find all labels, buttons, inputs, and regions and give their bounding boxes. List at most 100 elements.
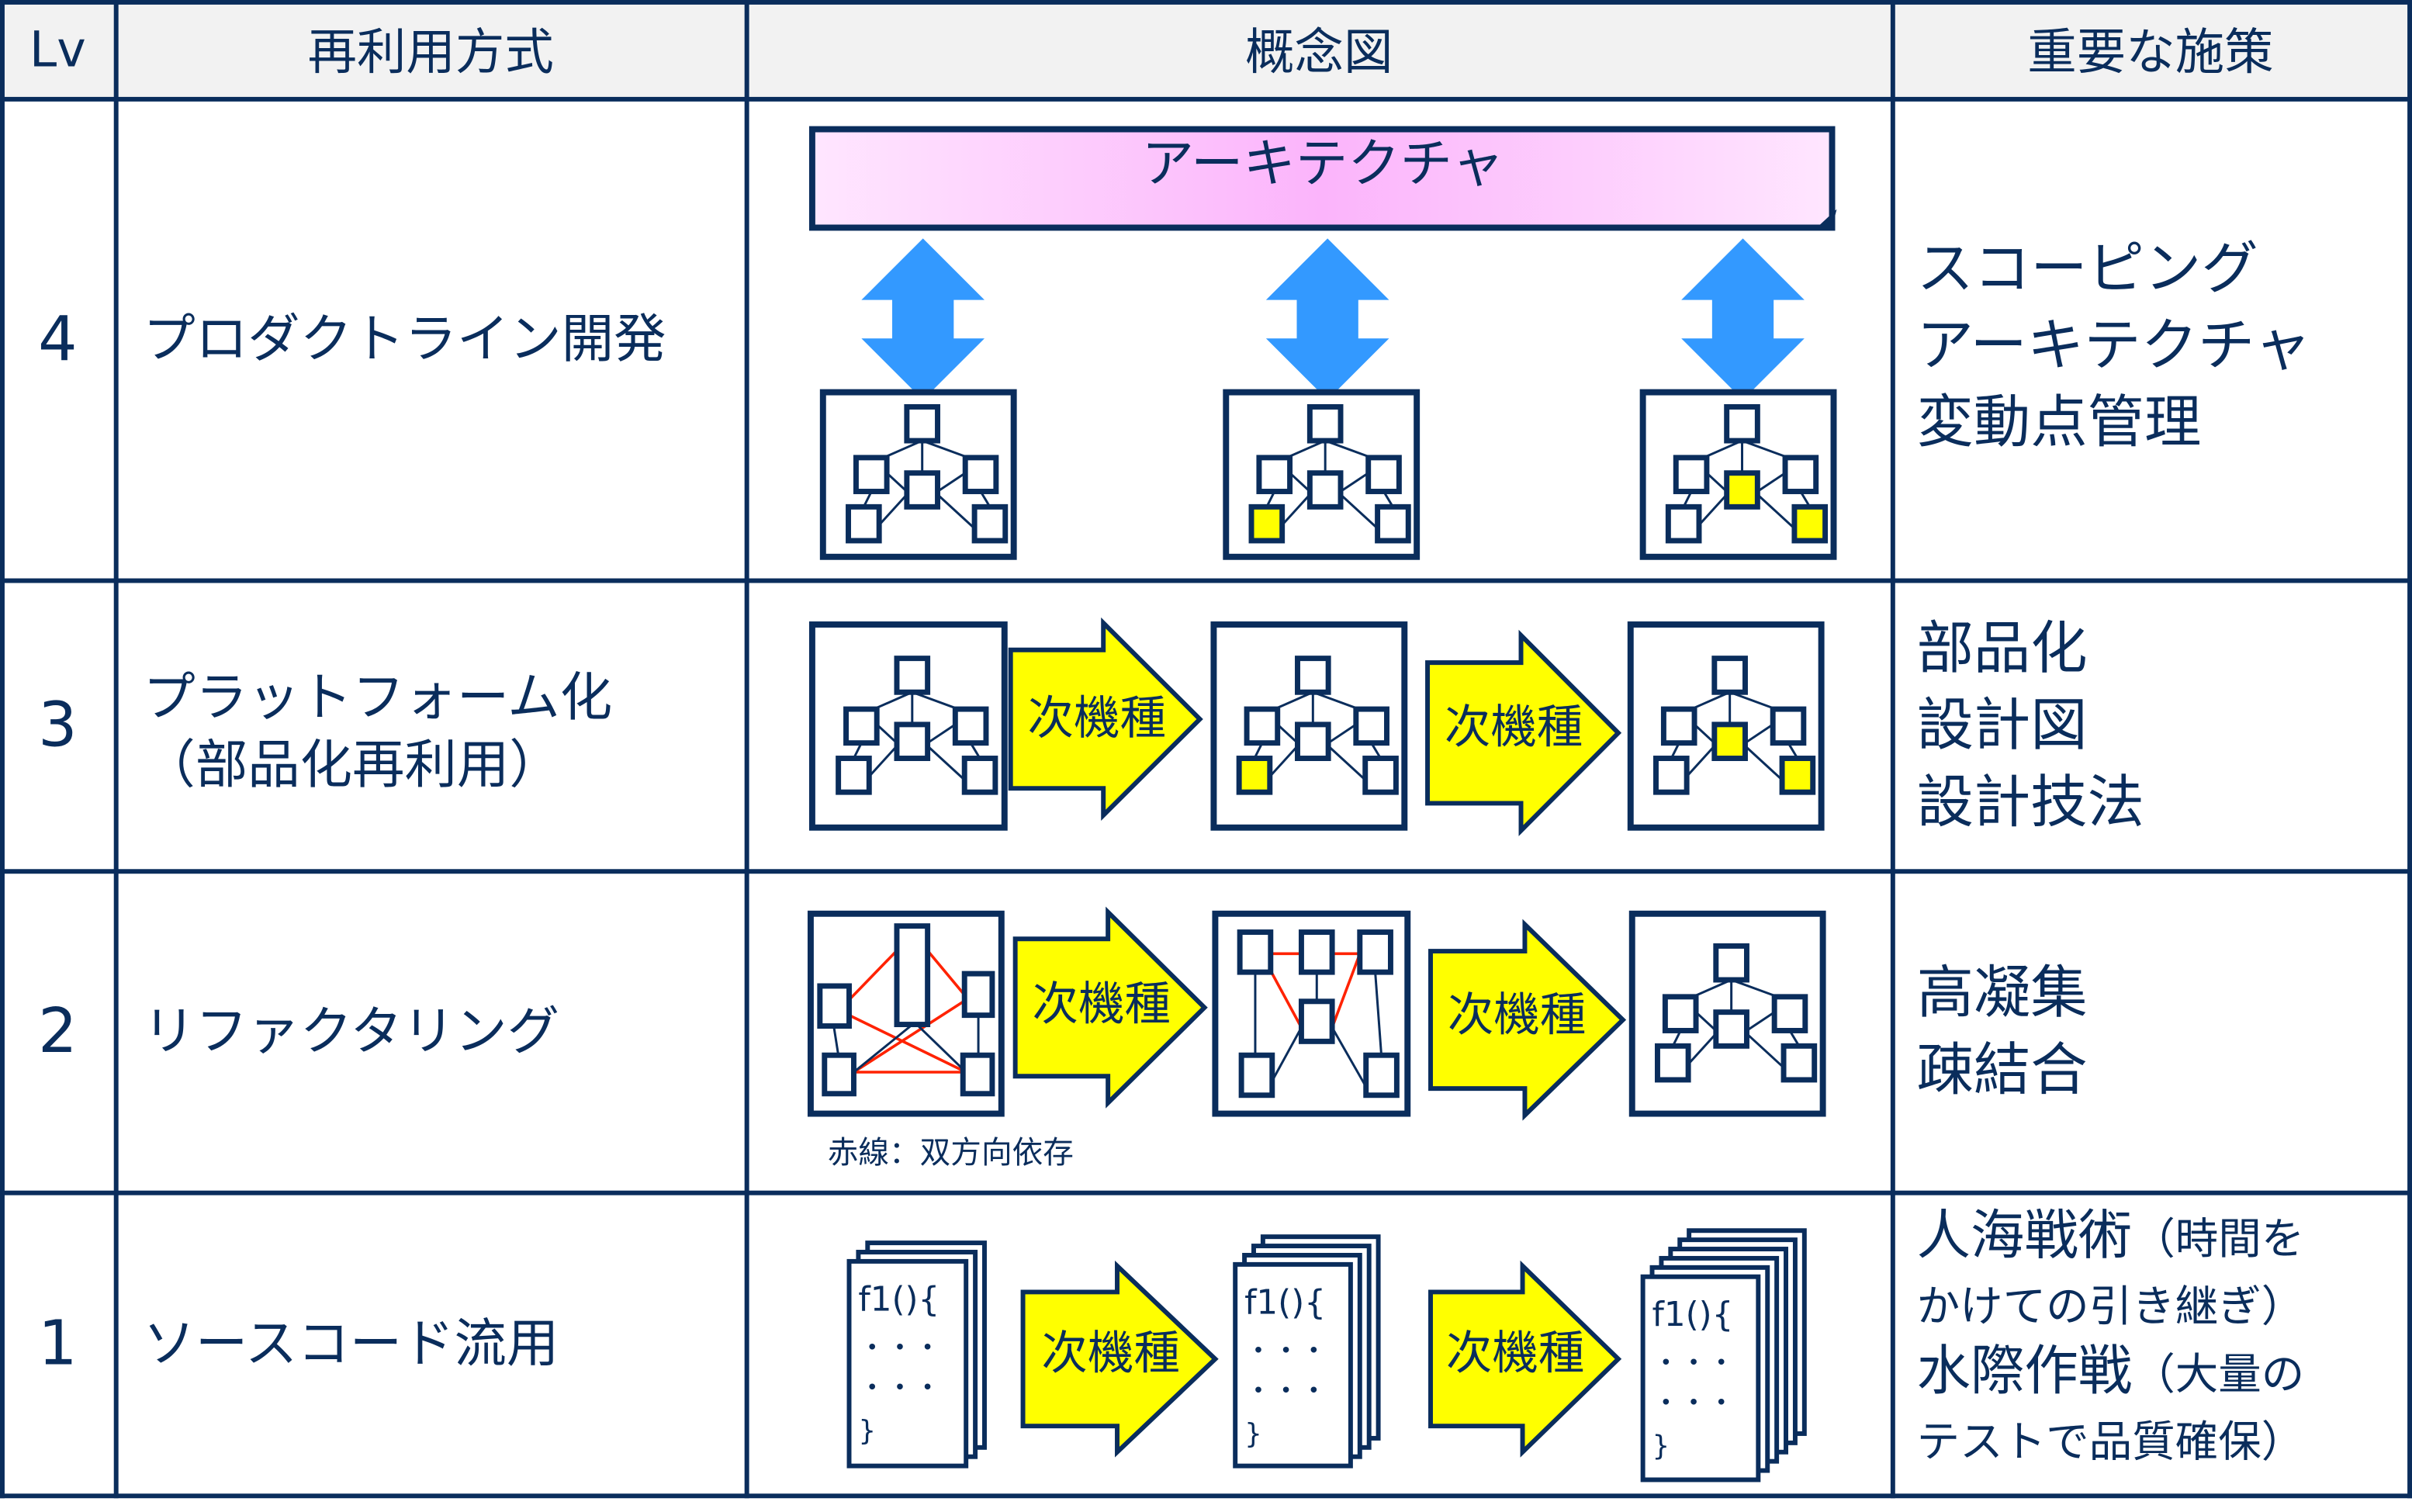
dependency-line	[853, 1025, 912, 1074]
dependency-line	[1374, 972, 1383, 1056]
dependency-line	[1756, 472, 1786, 493]
measures-lv4: スコーピング アーキテクチャ 変動点管理	[1892, 99, 2409, 580]
lv-1: 1	[38, 1308, 78, 1379]
measures-lv1: 人海戦術（時間を かけての引き継ぎ） 水際作戦（大量の テストで品質確保）	[1892, 1192, 2409, 1496]
dependency-line	[876, 723, 898, 744]
component-box	[1770, 706, 1807, 746]
dependency-line	[1327, 723, 1357, 744]
next-model-label: 次機種	[1032, 978, 1170, 1032]
component-box	[1237, 929, 1274, 975]
bidirectional-dependency-line	[853, 998, 967, 1074]
code-line: f1(){	[1652, 1296, 1734, 1334]
dependency-line	[1731, 978, 1778, 998]
component-box	[817, 983, 852, 1029]
measure-item: 人海戦術	[1916, 1206, 2133, 1268]
measure-item: アーキテクチャ	[1916, 311, 2312, 378]
dependency-line	[883, 439, 923, 459]
bidirectional-dependency-line	[1331, 953, 1362, 1029]
next-model-label: 次機種	[1446, 1327, 1584, 1381]
code-line: ・・・	[1244, 1375, 1327, 1406]
changed-component	[1236, 756, 1273, 795]
measure-item: 部品化	[1916, 614, 2088, 681]
folded-corner-icon	[1816, 209, 1837, 228]
measures-lv3: 部品化 設計図 設計技法	[1892, 580, 2409, 871]
dependency-line	[832, 1026, 840, 1056]
component-box	[894, 721, 931, 761]
next-model-label: 次機種	[1028, 692, 1166, 746]
component-box	[1238, 1052, 1275, 1099]
dependency-line	[936, 493, 976, 530]
header-method: 再利用方式	[115, 0, 746, 99]
bidirectional-arrow-icon	[1265, 238, 1389, 400]
component-box	[1375, 503, 1411, 544]
changed-component	[1724, 470, 1760, 510]
grid-line	[744, 0, 749, 1499]
method-text: ソースコード流用	[143, 1313, 559, 1375]
component-box	[904, 470, 940, 510]
component-box	[1362, 756, 1399, 795]
dependency-line	[873, 690, 913, 711]
bidirectional-dependency-line	[848, 1014, 967, 1074]
component-box	[1306, 470, 1344, 510]
method-subtext: （部品化再利用）	[143, 734, 562, 797]
next-model-arrow	[1428, 919, 1627, 1121]
next-model-arrow	[1425, 629, 1622, 836]
component-box	[1353, 706, 1389, 746]
code-line: }	[858, 1415, 876, 1447]
dependency-line	[1756, 493, 1795, 530]
code-line: ・・・	[858, 1372, 941, 1403]
measures-lv2: 高凝集 疎結合	[1892, 870, 2409, 1192]
component-box	[846, 503, 882, 544]
dependency-line	[936, 472, 967, 493]
grid-line	[0, 1493, 2412, 1499]
method-refactoring: リファクタリング	[116, 870, 746, 1192]
component-box	[1771, 994, 1808, 1033]
architecture-label: アーキテクチャ	[1142, 133, 1504, 194]
grid-line	[113, 0, 119, 1499]
dependency-line	[1331, 1026, 1370, 1093]
component-box	[1295, 656, 1331, 695]
code-line: ・・・	[1652, 1348, 1735, 1379]
changed-component	[1248, 503, 1286, 544]
method-text: プラットフォーム化	[143, 666, 613, 728]
component-box	[894, 656, 931, 695]
dependency-line	[1729, 690, 1777, 711]
component-box	[1654, 1043, 1691, 1083]
dependency-line	[1695, 1011, 1717, 1032]
measure-item: 高凝集	[1916, 959, 2088, 1026]
dependency-line	[912, 690, 959, 711]
component-box	[1713, 1009, 1749, 1049]
lv-2: 2	[38, 995, 78, 1067]
dependency-line	[1327, 745, 1366, 781]
code-line: ・・・	[1652, 1387, 1735, 1419]
component-box	[1298, 929, 1335, 975]
changed-component	[1779, 756, 1816, 795]
architecture-banner	[808, 126, 1836, 231]
component-box	[1298, 998, 1335, 1044]
component-box	[894, 923, 931, 1028]
component-box	[1653, 756, 1690, 795]
bidirectional-arrow-icon	[1681, 238, 1805, 400]
dependency-line	[1746, 1011, 1775, 1032]
dependency-line	[917, 1025, 967, 1074]
component-box	[1782, 455, 1819, 494]
component-box	[843, 706, 880, 746]
component-box	[1365, 455, 1402, 494]
dependency-line	[1742, 439, 1789, 459]
dependency-line	[1744, 745, 1784, 781]
measure-item: 水際作戦	[1916, 1341, 2133, 1403]
red-line-legend: 赤線：双方向依存	[828, 1135, 1074, 1171]
component-box	[1711, 656, 1748, 695]
grid-line	[1890, 0, 1895, 1499]
next-model-label: 次機種	[1445, 701, 1583, 755]
source-file-page	[1233, 1261, 1353, 1469]
bidirectional-arrow-icon	[861, 238, 985, 400]
measure-item: 設計図	[1916, 691, 2088, 758]
component-box	[1673, 455, 1710, 494]
dependency-line	[1289, 472, 1311, 493]
source-file-page	[846, 1258, 969, 1469]
dependency-line	[1274, 690, 1313, 711]
dependency-line	[886, 472, 908, 493]
next-model-arrow	[1428, 1260, 1622, 1458]
dependency-line	[1744, 723, 1774, 744]
